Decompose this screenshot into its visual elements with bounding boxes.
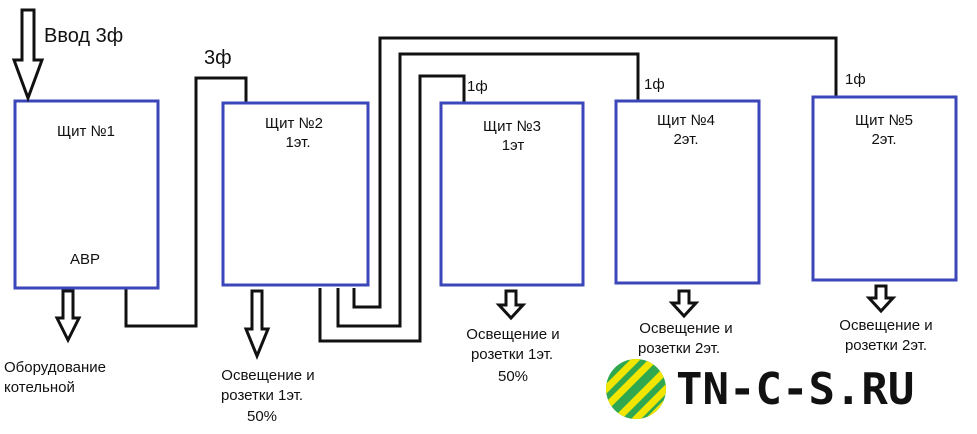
link-phase-label: 3ф: [204, 47, 232, 69]
panel-4-subtitle: 2эт.: [673, 131, 698, 148]
panels: [13, 95, 958, 290]
output-2-line2: розетки 1эт.: [221, 387, 303, 404]
input-label: Ввод 3ф: [44, 25, 123, 47]
output-1-line2: котельной: [4, 379, 75, 396]
output-1-line1: Оборудование: [4, 359, 106, 376]
output-5-line1: Освещение и: [839, 317, 932, 334]
output-3-line1: Освещение и: [466, 326, 559, 343]
output-2-line1: Освещение и: [221, 367, 314, 384]
output-5-line2: розетки 2эт.: [845, 337, 927, 354]
panel-1-title: Щит №1: [57, 123, 115, 140]
output-arrow-icon: [54, 289, 82, 344]
wires: [124, 36, 838, 343]
output-labels: Освещение и розетки 1эт. 50% Освещение и…: [221, 317, 933, 425]
panel-4-title: Щит №4: [657, 112, 715, 129]
logo: TN-C-S.RU: [606, 359, 914, 419]
panel-2-subtitle: 1эт.: [285, 134, 310, 151]
phase-tag-panel3: 1ф: [467, 78, 488, 95]
panel-3-title: Щит №3: [483, 118, 541, 135]
panel-5-subtitle: 2эт.: [871, 131, 896, 148]
output-3-line2: розетки 1эт.: [471, 346, 553, 363]
output-4-line2: розетки 2эт.: [638, 340, 720, 357]
input-arrow-icon: [11, 8, 45, 103]
panel-3-box: [439, 101, 585, 287]
panel-1-inner: АВР: [70, 251, 100, 268]
panel-4-box: [614, 99, 761, 285]
output-arrow-icon: [865, 284, 897, 314]
phase-tag-panel5: 1ф: [845, 71, 866, 88]
output-arrows: [54, 284, 897, 360]
output-2-line3: 50%: [247, 408, 277, 425]
panel-5-title: Щит №5: [855, 112, 913, 129]
wire-panel1-panel2: [124, 76, 248, 328]
wire-panel2-panel3: [318, 74, 466, 343]
output-arrow-icon: [243, 289, 271, 360]
output-4-line1: Освещение и: [639, 320, 732, 337]
panel-3-subtitle: 1эт: [502, 137, 525, 154]
output-arrow-icon: [495, 289, 527, 321]
panel-texts: Щит №1 АВР Щит №2 1эт. Щит №3 1эт Щит №4…: [57, 112, 913, 268]
panel-5-box: [811, 95, 958, 282]
wire-panel2-panel4: [336, 52, 640, 328]
logo-badge-icon: [606, 359, 666, 419]
panel-2-title: Щит №2: [265, 115, 323, 132]
panel-2-box: [221, 101, 370, 287]
wire-panel2-panel5: [352, 36, 838, 309]
phase-tag-panel4: 1ф: [644, 76, 665, 93]
panel-1-box: [13, 99, 160, 290]
output-3-line3: 50%: [498, 368, 528, 385]
output-arrow-icon: [668, 289, 700, 319]
logo-text: TN-C-S.RU: [676, 364, 914, 415]
